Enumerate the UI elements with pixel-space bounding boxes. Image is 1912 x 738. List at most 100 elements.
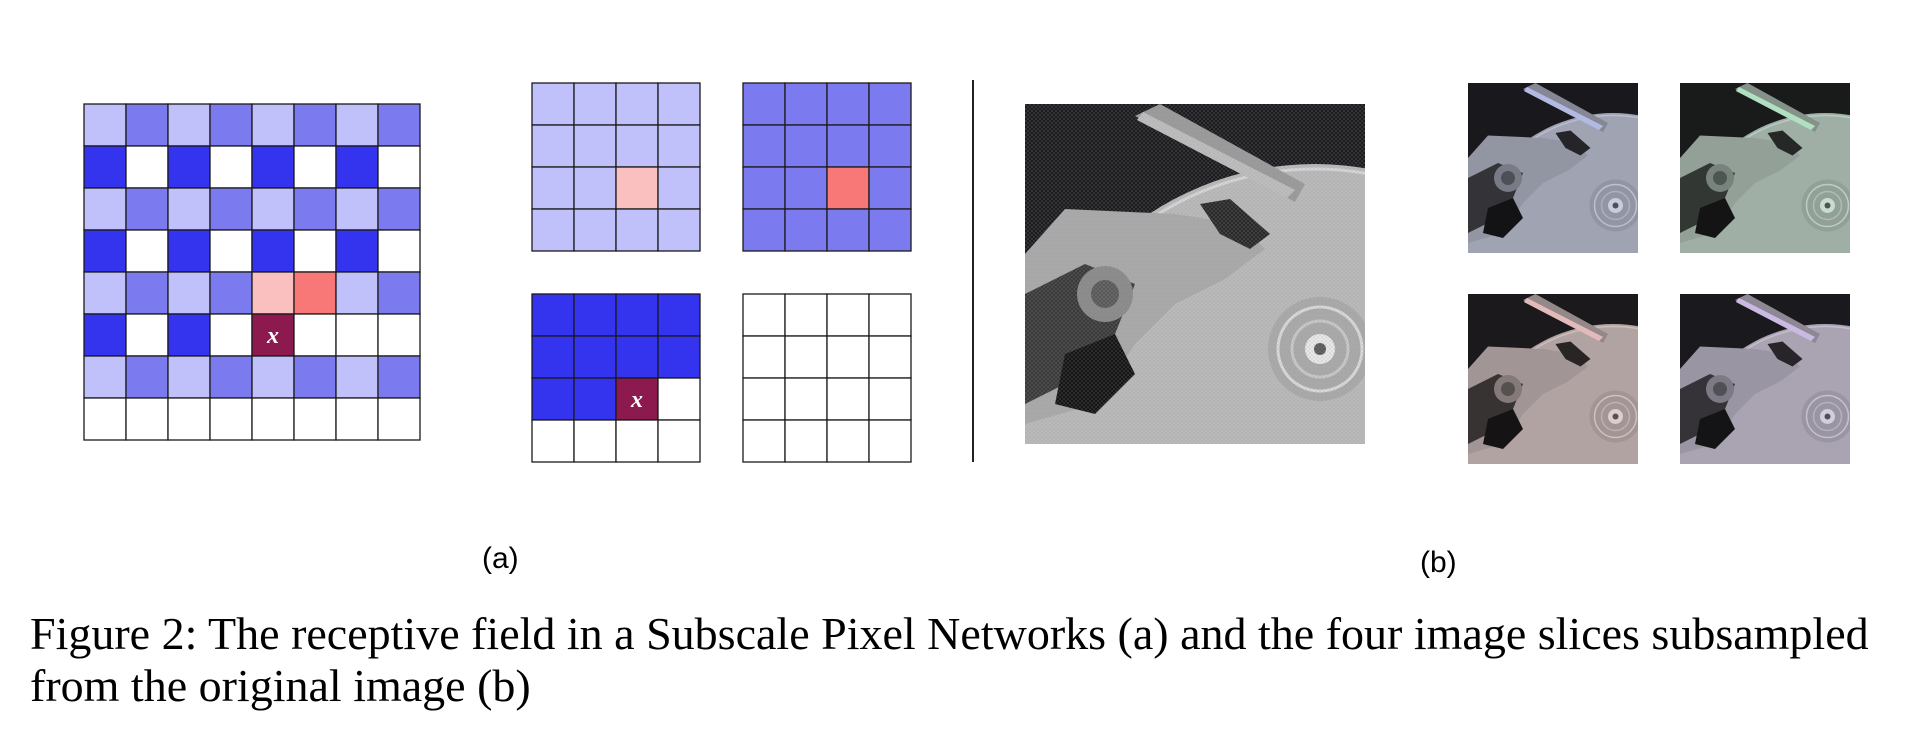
full-image-pixel-grid: x (83, 103, 421, 441)
pixel-cell (209, 271, 253, 315)
pixel-cell (742, 335, 786, 379)
pixel-cell (209, 145, 253, 189)
pixel-cell (251, 271, 295, 315)
pixel-cell (293, 145, 337, 189)
pixel-cell (868, 335, 912, 379)
pixel-cell (167, 229, 211, 273)
pixel-cell (615, 208, 659, 252)
pixel-cell (573, 124, 617, 168)
pixel-cell (335, 271, 379, 315)
pixel-cell (826, 419, 870, 463)
pixel-cell (826, 335, 870, 379)
pixel-cell (868, 166, 912, 210)
pixel-cell (742, 293, 786, 337)
pixel-cell (167, 397, 211, 441)
pixel-cell (868, 124, 912, 168)
pixel-cell (615, 166, 659, 210)
pixel-cell (167, 145, 211, 189)
pixel-cell (377, 187, 421, 231)
pixel-cell (125, 229, 169, 273)
pixel-cell (335, 355, 379, 399)
pixel-cell (826, 377, 870, 421)
pixel-cell (251, 355, 295, 399)
pixel-cell (167, 355, 211, 399)
original-disk-image (1025, 104, 1365, 444)
big-grid-cells: x (83, 103, 421, 441)
caption-line-1: Figure 2: The receptive field in a Subsc… (30, 608, 1869, 659)
pixel-cell (293, 187, 337, 231)
pixel-cell (615, 377, 659, 421)
pixel-cell (573, 82, 617, 126)
pixel-cell (209, 397, 253, 441)
pixel-cell (251, 397, 295, 441)
pixel-cell (293, 103, 337, 147)
pixel-cell (125, 103, 169, 147)
pixel-cell (335, 313, 379, 357)
pixel-cell (83, 187, 127, 231)
pixel-cell (209, 187, 253, 231)
pixel-cell (615, 82, 659, 126)
slice-grid-2 (742, 82, 912, 252)
pixel-cell (657, 124, 701, 168)
pixel-cell (784, 293, 828, 337)
subimage-pixel-grids: x (531, 82, 912, 463)
pixel-cell (657, 377, 701, 421)
pixel-cell (335, 145, 379, 189)
pixel-cell (657, 82, 701, 126)
pixel-cell (335, 397, 379, 441)
pixel-cell (657, 335, 701, 379)
image-slice-4 (1680, 294, 1850, 464)
pixel-cell (868, 208, 912, 252)
pixel-cell (377, 229, 421, 273)
pixel-cell (826, 124, 870, 168)
pixel-cell (531, 208, 575, 252)
pixel-cell (251, 103, 295, 147)
pixel-cell (573, 208, 617, 252)
pixel-cell (742, 124, 786, 168)
pixel-cell (377, 271, 421, 315)
pixel-cell (573, 166, 617, 210)
pixel-cell (335, 187, 379, 231)
pixel-cell (615, 293, 659, 337)
pixel-cell (293, 229, 337, 273)
pixel-cell (167, 187, 211, 231)
pixel-cell (742, 166, 786, 210)
pixel-cell (784, 124, 828, 168)
pixel-cell (826, 293, 870, 337)
pixel-cell (657, 166, 701, 210)
pixel-cell (83, 103, 127, 147)
pixel-cell (293, 313, 337, 357)
pixel-cell (83, 271, 127, 315)
pixel-cell (573, 335, 617, 379)
pixel-cell (868, 377, 912, 421)
pixel-cell (784, 82, 828, 126)
pixel-cell (293, 397, 337, 441)
pixel-cell (784, 377, 828, 421)
pixel-cell (531, 82, 575, 126)
caption-line-2: from the original image (b) (30, 660, 531, 711)
pixel-cell (83, 355, 127, 399)
subsampled-image-slices (1468, 83, 1850, 464)
slice-grid-3: x (531, 293, 701, 463)
pixel-cell (167, 103, 211, 147)
pixel-cell (784, 419, 828, 463)
pixel-cell (573, 419, 617, 463)
pixel-cell (573, 377, 617, 421)
pixel-cell (531, 166, 575, 210)
pixel-cell (167, 271, 211, 315)
pixel-cell (125, 397, 169, 441)
target-pixel-label: x (266, 323, 279, 349)
pixel-cell (531, 293, 575, 337)
pixel-cell (125, 313, 169, 357)
pixel-cell (125, 271, 169, 315)
pixel-cell (868, 293, 912, 337)
pixel-cell (83, 313, 127, 357)
pixel-cell (868, 82, 912, 126)
pixel-cell (826, 166, 870, 210)
pixel-cell (83, 229, 127, 273)
pixel-cell (615, 124, 659, 168)
pixel-cell (251, 187, 295, 231)
figure-caption: Figure 2: The receptive field in a Subsc… (30, 608, 1900, 712)
pixel-cell (657, 293, 701, 337)
